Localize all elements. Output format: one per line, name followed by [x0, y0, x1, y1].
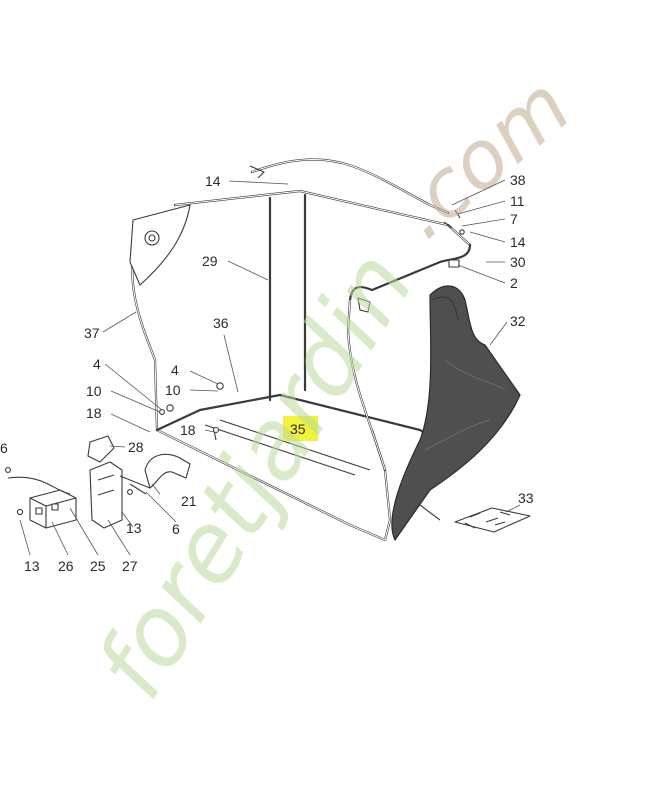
- callout-14-top: 14: [205, 173, 221, 189]
- latch-assembly: [5, 435, 191, 529]
- callout-6-right: 6: [172, 521, 180, 537]
- callout-28: 28: [128, 439, 144, 455]
- callout-33: 33: [518, 490, 534, 506]
- callout-37: 37: [84, 325, 100, 341]
- callout-35: 35: [290, 421, 306, 437]
- callout-2: 2: [510, 275, 518, 291]
- watermark-brand: foretjardin: [75, 232, 436, 717]
- callout-27: 27: [122, 558, 138, 574]
- leader-lines: [19, 179, 521, 556]
- callout-14-right: 14: [510, 234, 526, 250]
- callout-13-bottom: 13: [24, 558, 40, 574]
- callout-18-left: 18: [86, 405, 102, 421]
- callout-21: 21: [181, 493, 197, 509]
- callout-29: 29: [202, 253, 218, 269]
- callout-36: 36: [213, 315, 229, 331]
- callout-26: 26: [58, 558, 74, 574]
- part-33-bracket: [454, 507, 531, 533]
- catcher-frame: [129, 158, 472, 542]
- callout-10-left: 10: [86, 383, 102, 399]
- callout-25: 25: [90, 558, 106, 574]
- callout-18-mid: 18: [180, 422, 196, 438]
- callout-4-left: 4: [93, 356, 101, 372]
- callout-32: 32: [510, 313, 526, 329]
- grass-bag: [391, 285, 521, 542]
- callout-35-highlight: [283, 416, 318, 441]
- callout-10-mid: 10: [165, 382, 181, 398]
- callout-13-mid: 13: [126, 520, 142, 536]
- callout-4-mid: 4: [171, 362, 179, 378]
- callout-7: 7: [510, 211, 518, 227]
- watermark: foretjardin: [75, 232, 436, 717]
- watermark-suffix: .com: [377, 59, 587, 256]
- callout-11: 11: [510, 193, 525, 209]
- callout-38: 38: [510, 172, 526, 188]
- callout-6-left: 6: [0, 440, 8, 456]
- callout-30: 30: [510, 254, 526, 270]
- callout-labels: 14 38 11 7 14 30 2 32 29 37 36 4 4 10 10…: [0, 172, 534, 574]
- watermark-suffix-group: .com: [377, 59, 587, 256]
